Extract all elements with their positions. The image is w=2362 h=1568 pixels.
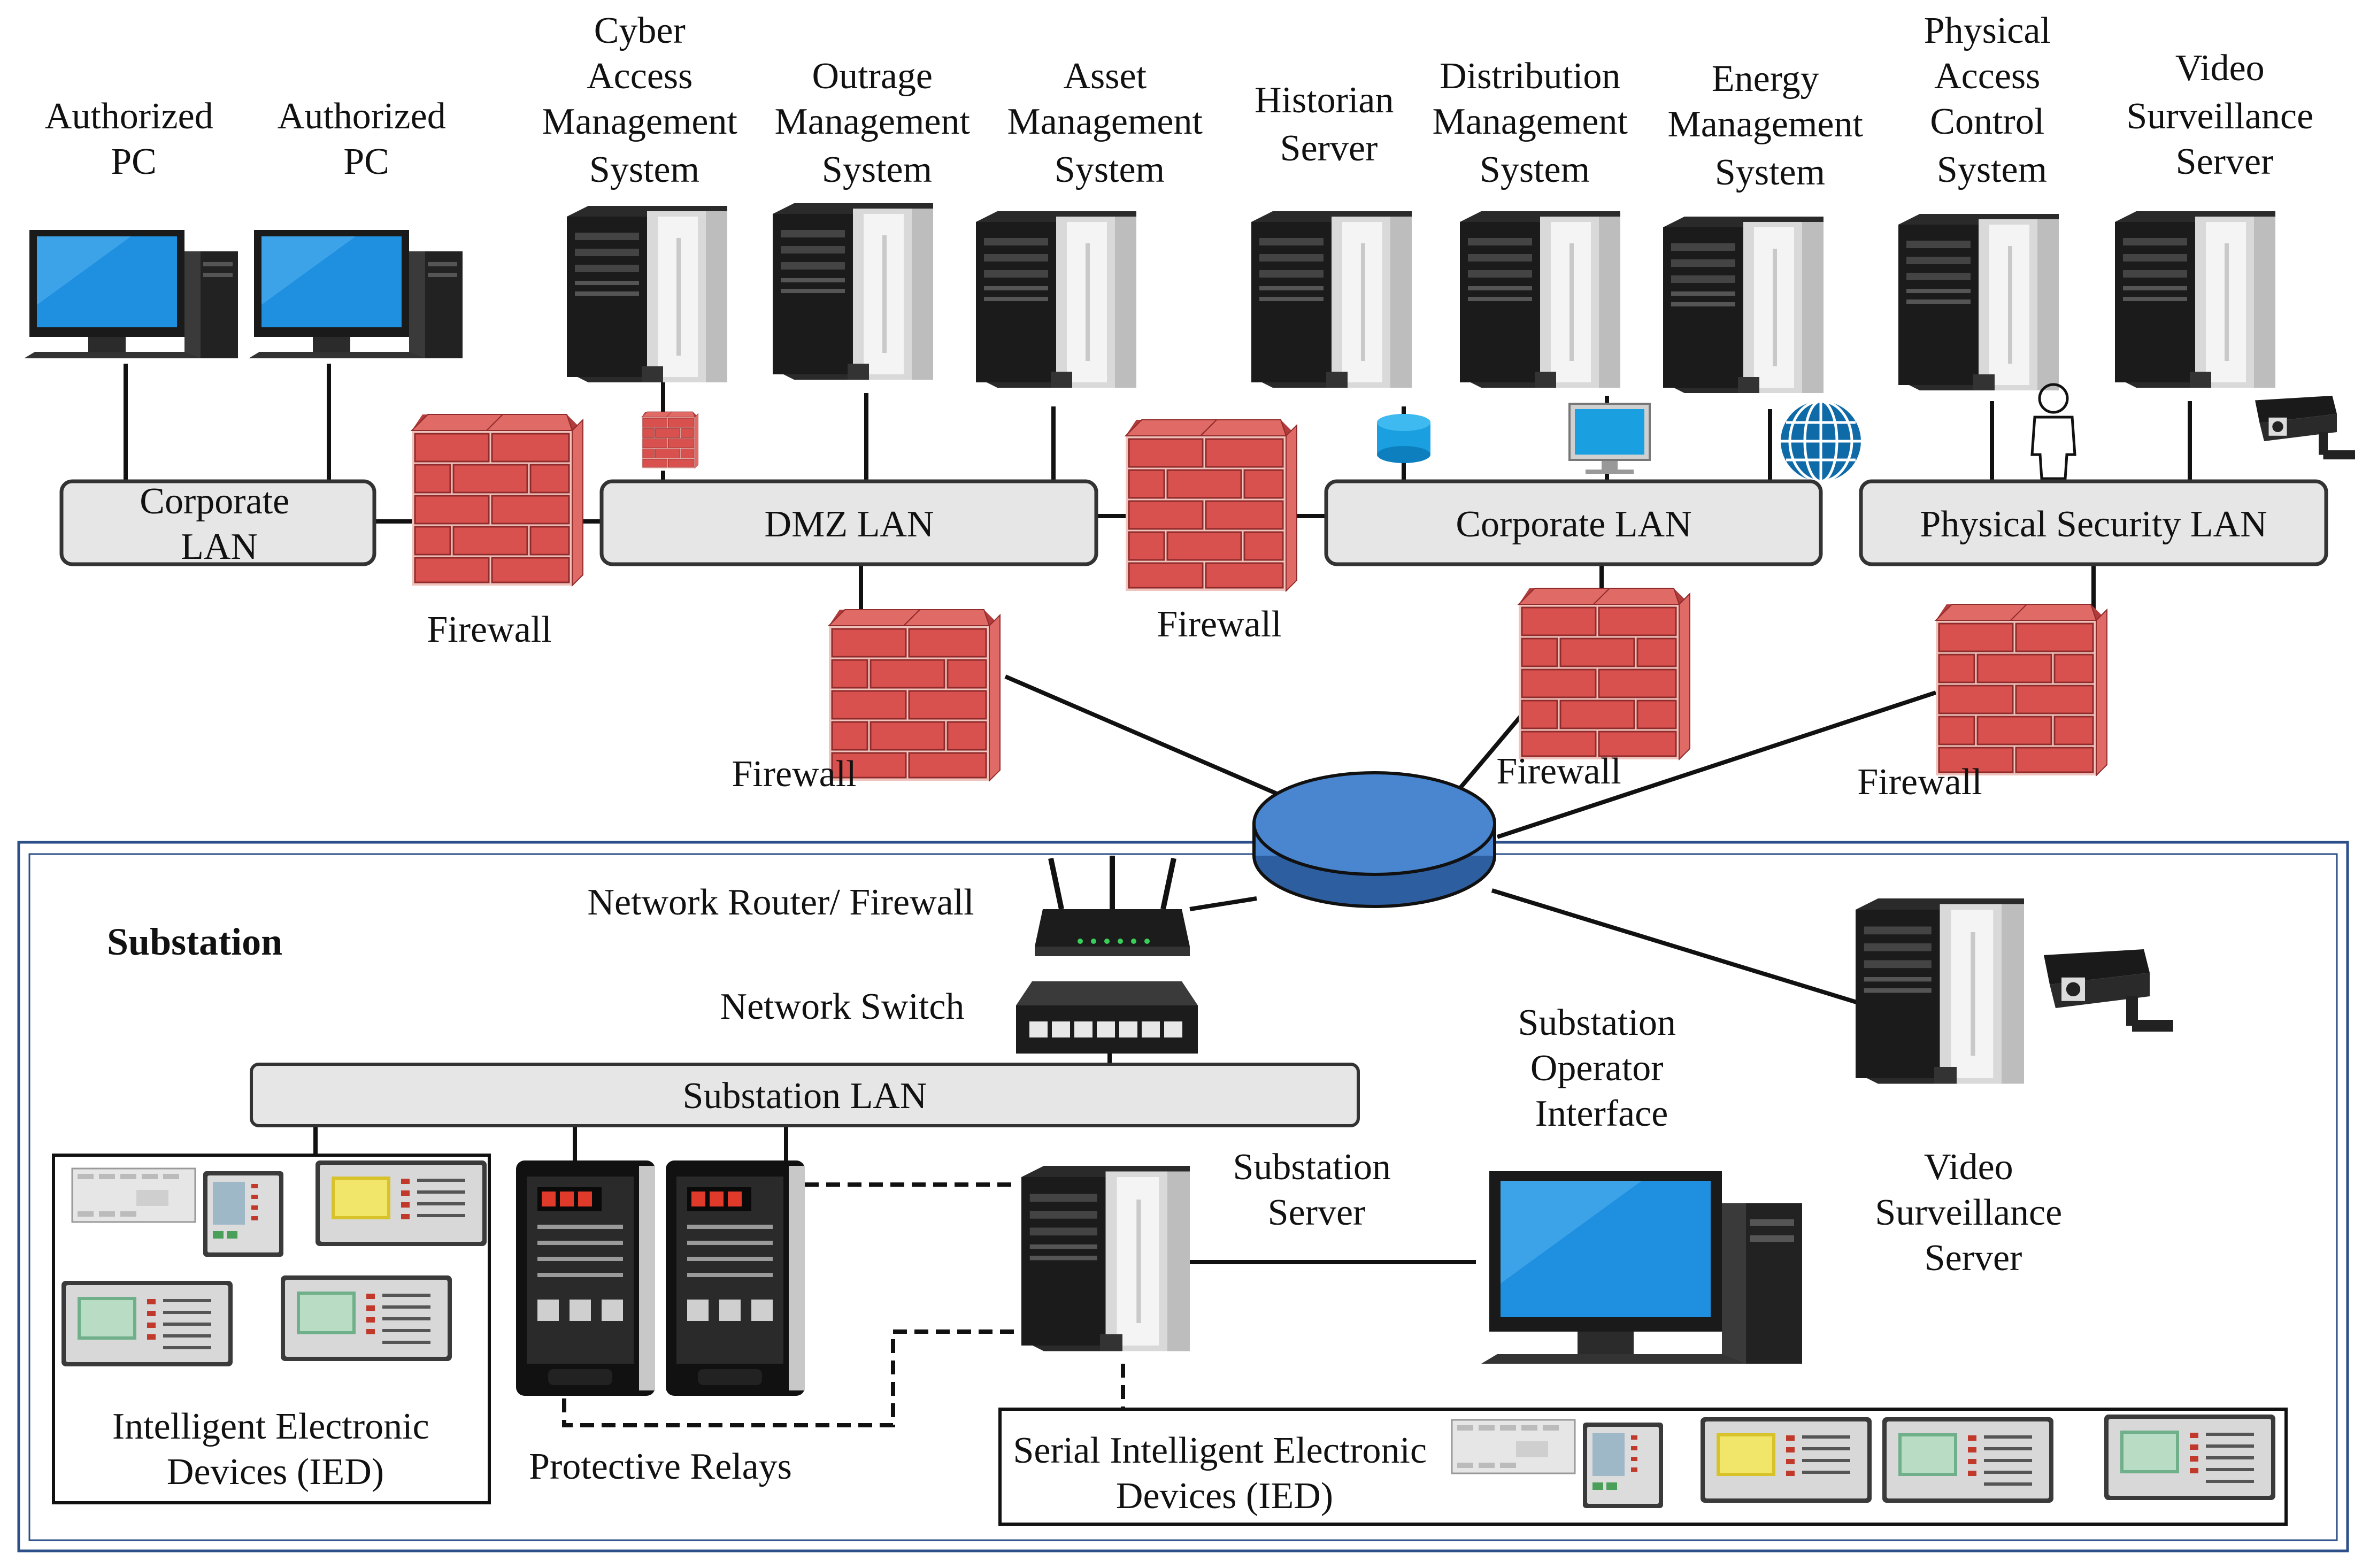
camera-icon-top <box>2255 396 2355 459</box>
physical-access-server <box>1898 214 2059 390</box>
substation-server-device <box>1021 1166 1190 1351</box>
video-surveillance-label: Video Surveillance Server <box>1875 1147 2071 1279</box>
dmz-lan-box <box>599 479 1098 566</box>
firewall-2 <box>1125 419 1298 592</box>
historian-server <box>1251 211 1412 388</box>
corporate-lan-left-box <box>59 479 376 566</box>
ied-label: Intelligent Electronic Devices (IED) <box>112 1406 438 1493</box>
substation-server-label: Substation Server <box>1233 1147 1400 1233</box>
firewall-label-5: Firewall <box>1857 762 1982 803</box>
firewall-label-3: Firewall <box>732 754 856 795</box>
substation-inner-frame <box>28 853 2338 1541</box>
video-surveillance-server-substation <box>1856 898 2024 1084</box>
network-router-disc <box>1252 771 1496 908</box>
server-label-video: Video Surveillance Server <box>2126 48 2322 182</box>
energy-management-server <box>1663 217 1824 393</box>
firewall-4 <box>1518 587 1691 760</box>
relays-label: Protective Relays <box>529 1446 792 1487</box>
substation-lan-label: Substation LAN <box>683 1075 927 1117</box>
network-switch-device <box>1016 981 1198 1054</box>
corporate-lan-label: Corporate LAN <box>1456 504 1691 545</box>
distribution-management-server <box>1460 211 1620 388</box>
protective-relay-1 <box>516 1160 655 1396</box>
substation-operator-pc <box>1481 1171 1802 1364</box>
pc-label-1: Authorized PC <box>45 96 222 182</box>
serial-ied-label: Serial Intelligent Electronic Devices (I… <box>1013 1430 1436 1517</box>
firewall-label-1: Firewall <box>427 609 551 650</box>
server-label-outrage: Outrage Management System <box>775 56 980 190</box>
server-label-distribution: Distribution Management System <box>1433 56 1637 190</box>
protective-relay-2 <box>666 1160 805 1396</box>
serial-links <box>562 1182 1125 1427</box>
firewall-5 <box>1935 603 2108 777</box>
firewall-label-2: Firewall <box>1157 604 1281 645</box>
dmz-lan-label: DMZ LAN <box>765 504 934 545</box>
outrage-management-server <box>773 203 933 380</box>
firewall-label-4: Firewall <box>1496 751 1621 792</box>
cyber-access-server <box>567 206 727 382</box>
authorized-pc-1 <box>24 230 238 358</box>
server-label-asset: Asset Management System <box>1007 56 1212 190</box>
small-firewall-icon <box>641 411 699 469</box>
globe-icon <box>1781 399 1861 483</box>
server-label-energy: Energy Management System <box>1668 58 1873 193</box>
server-label-historian: Historian Server <box>1255 80 1403 169</box>
corporate-lan-left-label: Corporate LAN <box>140 481 298 567</box>
substation-outer-frame <box>17 841 2349 1552</box>
switch-label: Network Switch <box>720 986 965 1027</box>
server-label-cyber-access: Cyber Access Management System <box>542 10 747 190</box>
operator-interface-label: Substation Operator Interface <box>1518 1002 1685 1134</box>
asset-management-server <box>976 211 1136 388</box>
monitor-icon <box>1568 403 1651 474</box>
physical-security-lan-box <box>1859 479 2328 566</box>
pc-label-2: Authorized PC <box>278 96 455 182</box>
substation-lan-box <box>250 1063 1360 1127</box>
camera-icon-substation <box>2044 949 2173 1032</box>
person-icon <box>2030 383 2076 480</box>
video-surveillance-server-top <box>2115 211 2275 388</box>
server-label-physical-access: Physical Access Control System <box>1924 10 2060 190</box>
database-icon <box>1377 414 1430 463</box>
corporate-lan-box <box>1324 479 1823 566</box>
substation-title: Substation <box>107 920 282 963</box>
authorized-pc-2 <box>249 230 463 358</box>
wifi-router-device <box>1035 856 1190 956</box>
physical-security-lan-label: Physical Security LAN <box>1920 504 2267 545</box>
router-label: Network Router/ Firewall <box>587 882 974 923</box>
firewall-1 <box>411 413 584 587</box>
